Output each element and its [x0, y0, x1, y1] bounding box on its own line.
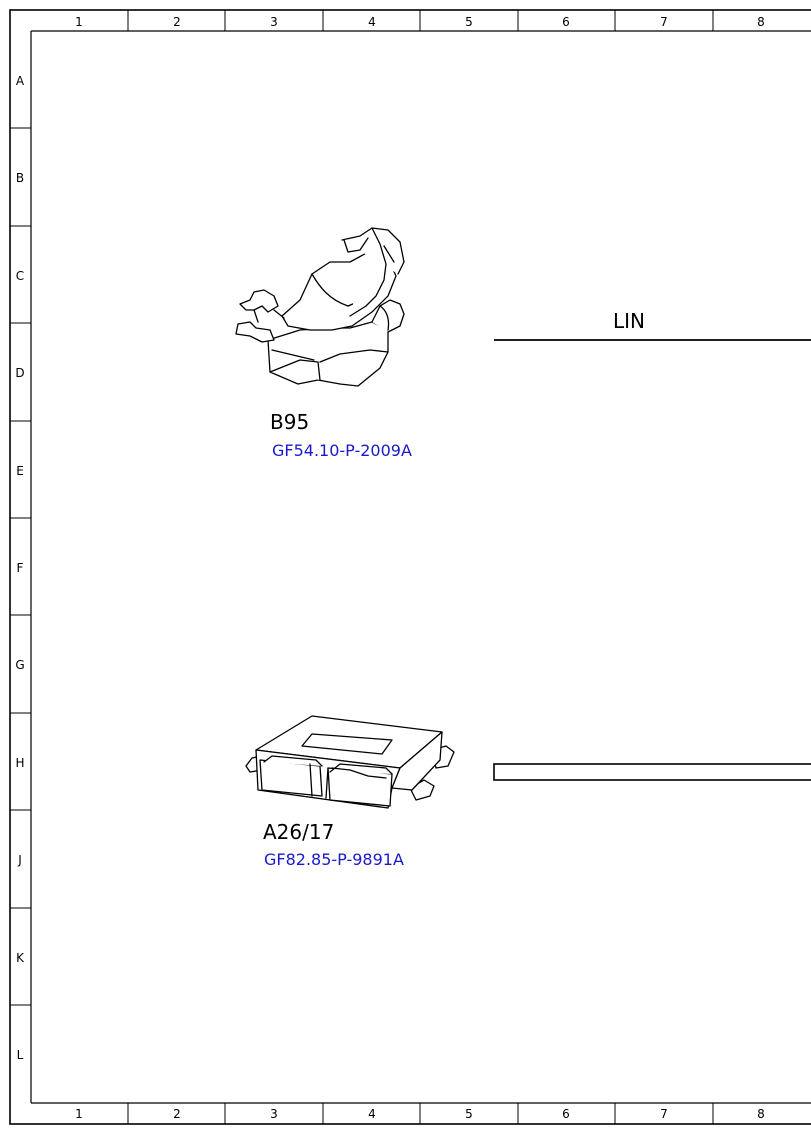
col-label-bottom-5: 5	[465, 1107, 473, 1121]
column-labels-top: 1 2 3 4 5 6 7 8	[75, 15, 765, 29]
component-b95-ref-link[interactable]: GF54.10-P-2009A	[272, 441, 412, 460]
row-label-D: D	[15, 366, 24, 380]
row-label-A: A	[16, 74, 25, 88]
col-label-top-2: 2	[173, 15, 181, 29]
row-label-K: K	[16, 951, 25, 965]
connector-bar	[493, 763, 811, 781]
outer-frame	[9, 9, 811, 1125]
row-label-F: F	[17, 561, 24, 575]
row-labels: A B C D E F G H J K L	[15, 74, 25, 1062]
control-unit-a26-17-drawing	[245, 715, 455, 809]
col-label-top-3: 3	[270, 15, 278, 29]
col-label-bottom-1: 1	[75, 1107, 83, 1121]
col-label-top-5: 5	[465, 15, 473, 29]
row-ticks	[10, 127, 31, 1006]
lin-bus-label: LIN	[613, 309, 645, 333]
column-labels-bottom: 1 2 3 4 5 6 7 8	[75, 1107, 765, 1121]
col-label-bottom-8: 8	[757, 1107, 765, 1121]
column-ticks	[127, 10, 714, 1124]
col-label-top-7: 7	[660, 15, 668, 29]
row-label-B: B	[16, 171, 24, 185]
row-label-L: L	[17, 1048, 24, 1062]
col-label-bottom-4: 4	[368, 1107, 376, 1121]
component-a26-17-label: A26/17	[263, 820, 334, 844]
col-label-top-6: 6	[562, 15, 570, 29]
row-label-C: C	[16, 269, 24, 283]
row-label-H: H	[15, 756, 24, 770]
component-b95-label: B95	[270, 410, 309, 434]
sensor-b95-drawing	[235, 227, 405, 387]
row-label-G: G	[15, 658, 24, 672]
col-label-top-4: 4	[368, 15, 376, 29]
col-label-bottom-2: 2	[173, 1107, 181, 1121]
row-label-J: J	[17, 853, 22, 867]
col-label-top-8: 8	[757, 15, 765, 29]
col-label-bottom-6: 6	[562, 1107, 570, 1121]
col-label-bottom-7: 7	[660, 1107, 668, 1121]
col-label-bottom-3: 3	[270, 1107, 278, 1121]
col-label-top-1: 1	[75, 15, 83, 29]
component-a26-17-ref-link[interactable]: GF82.85-P-9891A	[264, 850, 404, 869]
row-label-E: E	[16, 464, 24, 478]
